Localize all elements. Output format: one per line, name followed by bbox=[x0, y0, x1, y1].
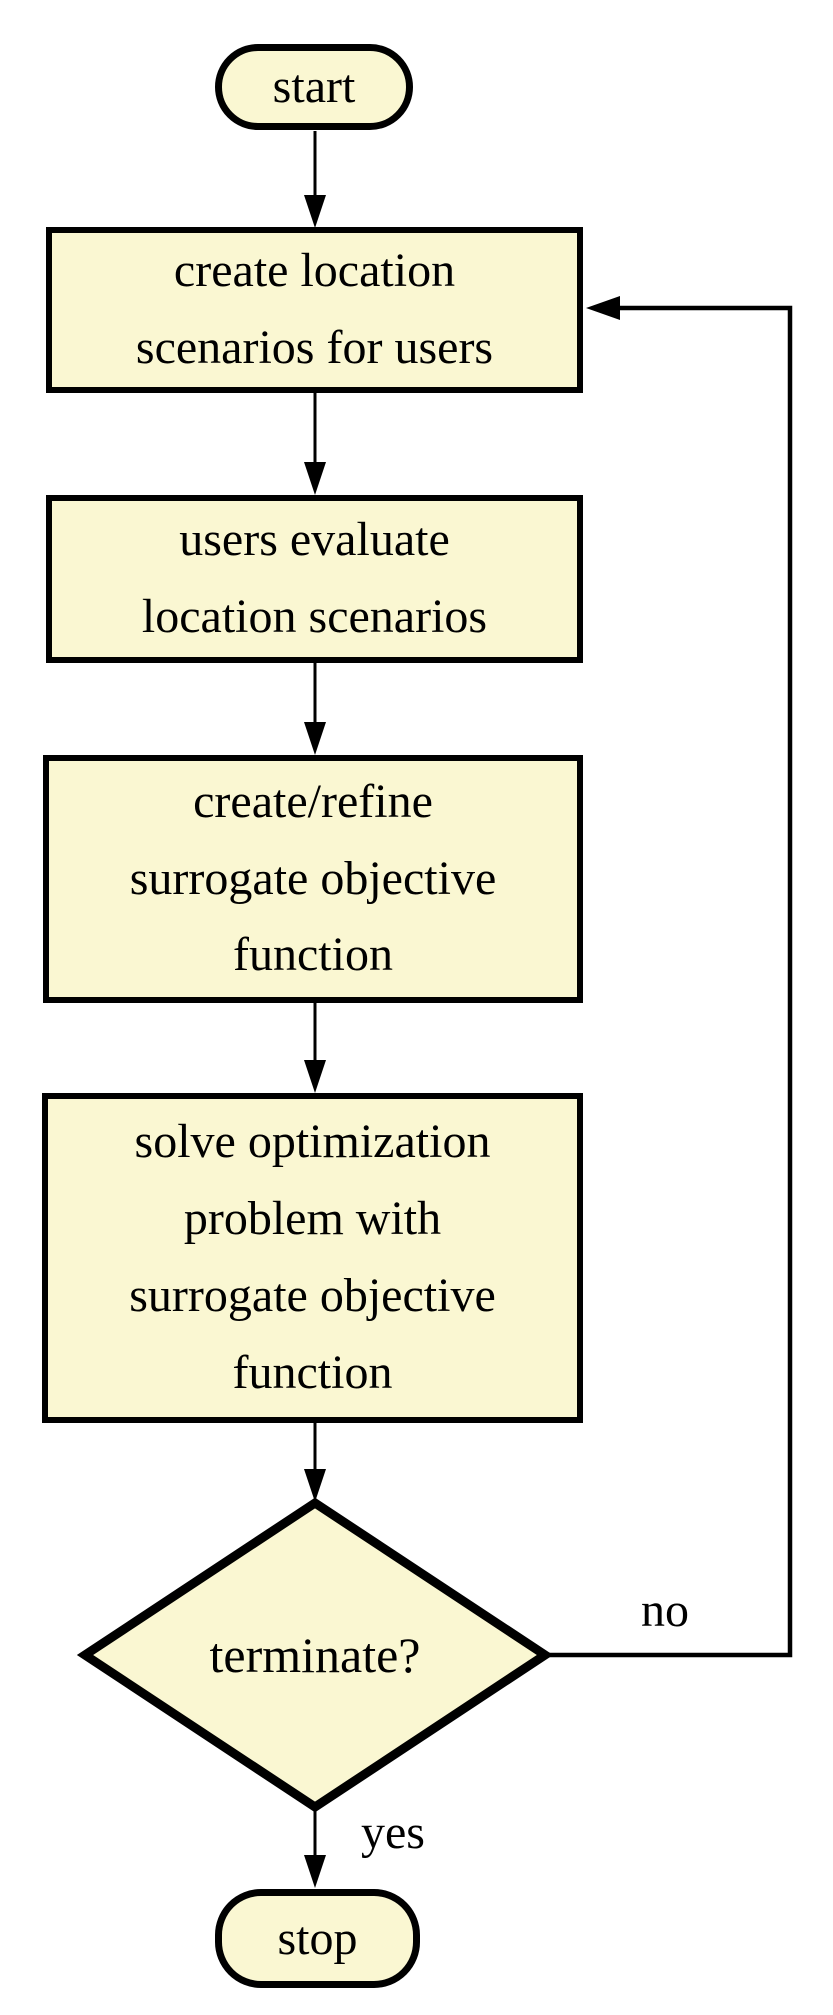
stop-node: stop bbox=[215, 1889, 420, 1988]
arrow-down-icon bbox=[304, 462, 326, 495]
process-create-refine-surrogate: create/refine surrogate objective functi… bbox=[43, 755, 583, 1003]
process-solve-optimization: solve optimization problem with surrogat… bbox=[42, 1093, 583, 1423]
process-create-location-scenarios: create location scenarios for users bbox=[46, 227, 583, 393]
arrow-down-icon bbox=[304, 1469, 326, 1502]
start-node: start bbox=[215, 44, 413, 130]
arrow-left-icon bbox=[586, 296, 620, 320]
edge-label-no: no bbox=[641, 1584, 689, 1637]
decision-terminate-label: terminate? bbox=[209, 1627, 421, 1683]
arrow-down-icon bbox=[304, 1855, 326, 1888]
edge-terminate-create-loop bbox=[545, 305, 793, 1658]
edge-label-yes: yes bbox=[361, 1806, 425, 1859]
arrow-down-icon bbox=[304, 195, 326, 228]
arrow-down-icon bbox=[304, 1060, 326, 1093]
arrow-down-icon bbox=[304, 722, 326, 755]
process-users-evaluate-scenarios: users evaluate location scenarios bbox=[46, 495, 583, 663]
